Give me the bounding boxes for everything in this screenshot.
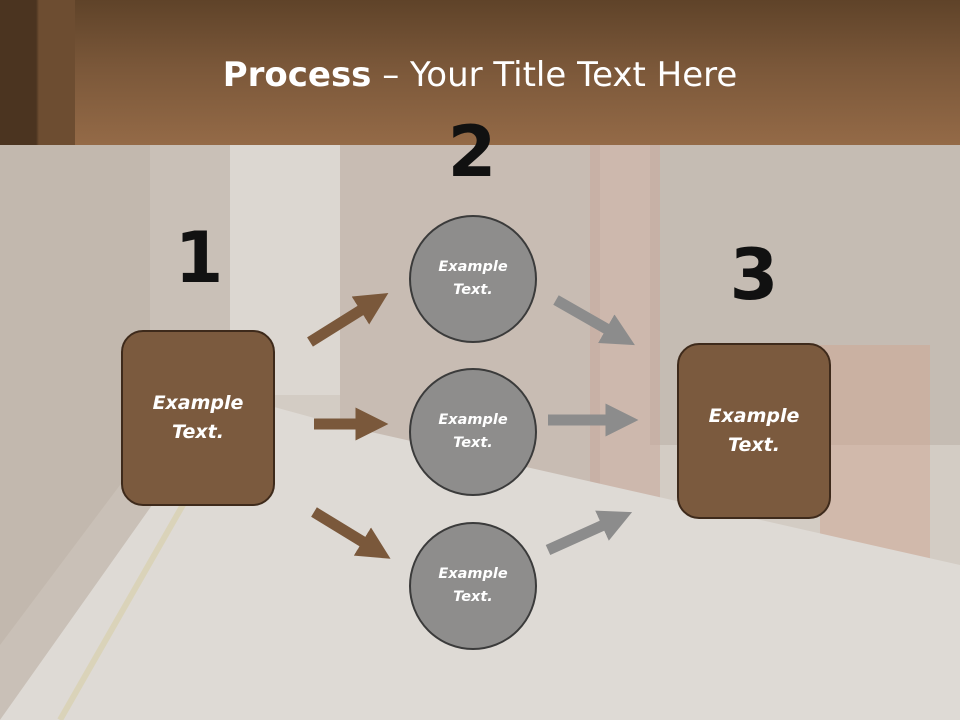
circle-top: Example Text.	[409, 215, 537, 343]
step-number-1: 1	[174, 217, 224, 299]
input-box: Example Text.	[121, 330, 275, 506]
circle-middle-text: Example Text.	[438, 412, 508, 451]
circle-bottom: Example Text.	[409, 522, 537, 650]
slide-title: Process – Your Title Text Here	[0, 52, 960, 98]
circle-middle: Example Text.	[409, 368, 537, 496]
arrow-top-to-right	[553, 295, 635, 346]
arrow-left-to-bottom	[311, 507, 391, 559]
circle-bottom-text: Example Text.	[438, 566, 508, 605]
title-bold: Process	[222, 55, 372, 95]
step-number-2: 2	[447, 111, 497, 193]
title-bar-accent	[0, 0, 75, 145]
output-box: Example Text.	[677, 343, 831, 519]
circle-top-text: Example Text.	[438, 259, 508, 298]
arrow-bottom-to-right	[545, 510, 633, 556]
title-rest: – Your Title Text Here	[371, 55, 738, 95]
step-number-3: 3	[729, 234, 779, 316]
title-bar	[0, 0, 960, 145]
input-box-text: Example Text.	[152, 392, 244, 443]
output-box-text: Example Text.	[708, 405, 800, 456]
arrow-left-to-top	[307, 293, 389, 347]
